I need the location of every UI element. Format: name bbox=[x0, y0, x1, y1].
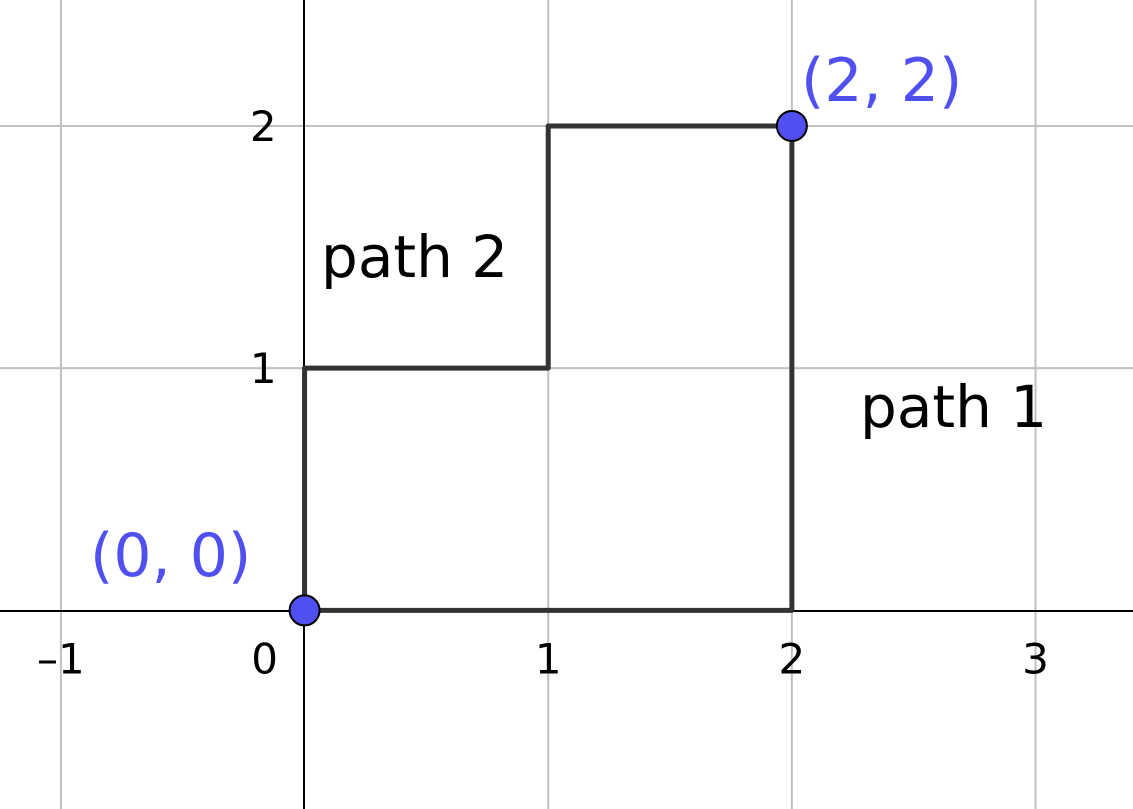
path-labels: path 1 path 2 bbox=[321, 223, 1047, 441]
y-tick-label: 2 bbox=[250, 102, 277, 151]
path-1-label: path 1 bbox=[860, 373, 1047, 441]
x-tick-label: 2 bbox=[779, 634, 806, 683]
point-origin[interactable] bbox=[288, 594, 321, 627]
x-tick-label: 1 bbox=[535, 634, 562, 683]
x-tick-label: 3 bbox=[1022, 634, 1049, 683]
path-2-label: path 2 bbox=[321, 223, 508, 291]
paths bbox=[302, 123, 795, 613]
tick-labels: –1 0 1 2 3 1 2 bbox=[37, 102, 1049, 683]
point-end[interactable] bbox=[775, 109, 808, 142]
x-tick-label: –1 bbox=[37, 634, 85, 683]
point-origin-label: (0, 0) bbox=[90, 521, 251, 591]
path-1-line bbox=[302, 123, 795, 613]
points bbox=[288, 109, 808, 627]
point-labels: (0, 0) (2, 2) bbox=[90, 46, 962, 591]
x-tick-label: 0 bbox=[251, 634, 278, 683]
point-end-label: (2, 2) bbox=[801, 46, 962, 116]
y-tick-label: 1 bbox=[250, 344, 277, 393]
path-2-line bbox=[302, 123, 795, 613]
